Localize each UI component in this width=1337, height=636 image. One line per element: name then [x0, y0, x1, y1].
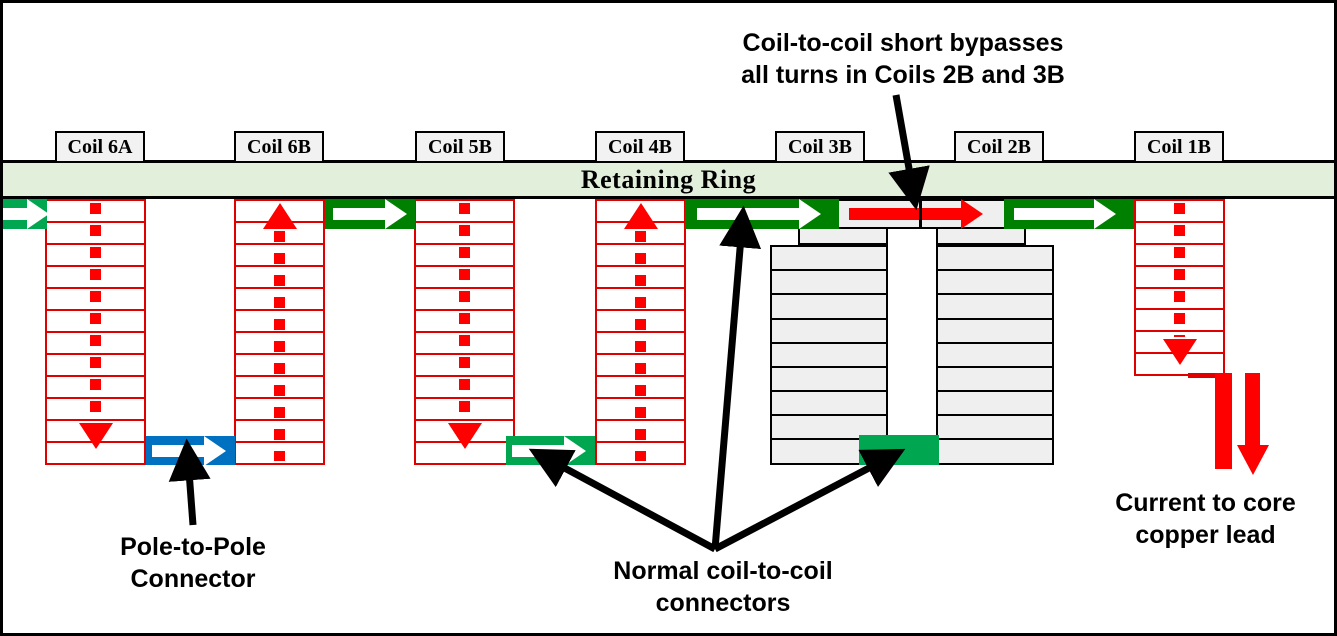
short-bypass-note-line1: Coil-to-coil short bypasses: [742, 29, 1064, 57]
short-strip-divider: [919, 199, 922, 229]
coil-2b: [936, 245, 1054, 466]
pole-connector-note-line1: Pole-to-Pole: [120, 533, 266, 561]
pointer-pole-connector: [168, 438, 211, 526]
pointer-normal-connector-top: [711, 205, 762, 550]
short-circuit-arrow: [839, 199, 1004, 229]
coil-tab-1b: Coil 1B: [1134, 131, 1224, 163]
current-arrow-down-6a: [79, 423, 113, 449]
current-direction-arrow: [1004, 199, 1134, 229]
current-arrow-down-1b: [1163, 339, 1197, 365]
coil-turn: [770, 293, 888, 321]
current-path-5b: [459, 203, 470, 421]
coil-tab-4b-label: Coil 4B: [608, 135, 672, 158]
coil-tab-3b-label: Coil 3B: [788, 135, 852, 158]
current-arrow-up-4b: [624, 203, 658, 229]
coil-tab-2b: Coil 2B: [954, 131, 1044, 163]
coil-1b-lead-elbow: [1188, 373, 1226, 378]
coil-turn: [936, 365, 1054, 393]
core-lead-arrow-head: [1237, 445, 1269, 475]
normal-connectors-note: Normal coil-to-coil connectors: [563, 555, 883, 619]
current-path-4b: [635, 231, 646, 461]
current-arrow-down-5b: [448, 423, 482, 449]
pole-connector-note: Pole-to-Pole Connector: [68, 531, 318, 595]
coil-tab-2b-label: Coil 2B: [967, 135, 1031, 158]
coil-tab-5b-label: Coil 5B: [428, 135, 492, 158]
current-path-6b: [274, 231, 285, 461]
short-bypass-note: Coil-to-coil short bypasses all turns in…: [703, 27, 1103, 91]
coil-turn: [936, 317, 1054, 345]
coil-tab-6a-label: Coil 6A: [67, 135, 133, 158]
pointer-normal-connector-right: [713, 448, 906, 553]
connector-2b-1b: [1004, 199, 1134, 229]
coil-tab-6a: Coil 6A: [55, 131, 145, 163]
coil-tab-4b: Coil 4B: [595, 131, 685, 163]
annotation-pointers: [168, 94, 930, 553]
coil-tab-5b: Coil 5B: [415, 131, 505, 163]
core-lead-arrow-shaft: [1245, 373, 1260, 448]
pointer-normal-connector-left: [528, 448, 717, 553]
core-lead-note: Current to core copper lead: [1078, 487, 1333, 551]
coil-tab-1b-label: Coil 1B: [1147, 135, 1211, 158]
core-lead-bar: [1215, 373, 1232, 469]
coil-tab-6b: Coil 6B: [234, 131, 324, 163]
retaining-ring-label: Retaining Ring: [580, 164, 757, 194]
current-arrow-up-6b: [263, 203, 297, 229]
current-path-1b: [1174, 203, 1185, 337]
coil-tab-3b: Coil 3B: [775, 131, 865, 163]
core-lead-note-line1: Current to core: [1115, 489, 1296, 517]
normal-connectors-note-line1: Normal coil-to-coil: [613, 557, 833, 585]
connector-6b-5b: [325, 199, 415, 229]
short-bypass-note-line2: all turns in Coils 2B and 3B: [741, 61, 1065, 89]
core-lead-note-line2: copper lead: [1135, 521, 1276, 549]
coil-turn: [936, 245, 1054, 272]
pointer-short-note: [888, 94, 930, 211]
connector-left-edge: [3, 199, 49, 229]
current-direction-arrow: [3, 199, 49, 229]
normal-connectors-note-line2: connectors: [655, 589, 791, 617]
current-path-6a: [90, 203, 101, 421]
current-direction-arrow: [325, 199, 415, 229]
pole-connector-note-line2: Connector: [130, 565, 256, 593]
coil-tab-6b-label: Coil 6B: [247, 135, 311, 158]
